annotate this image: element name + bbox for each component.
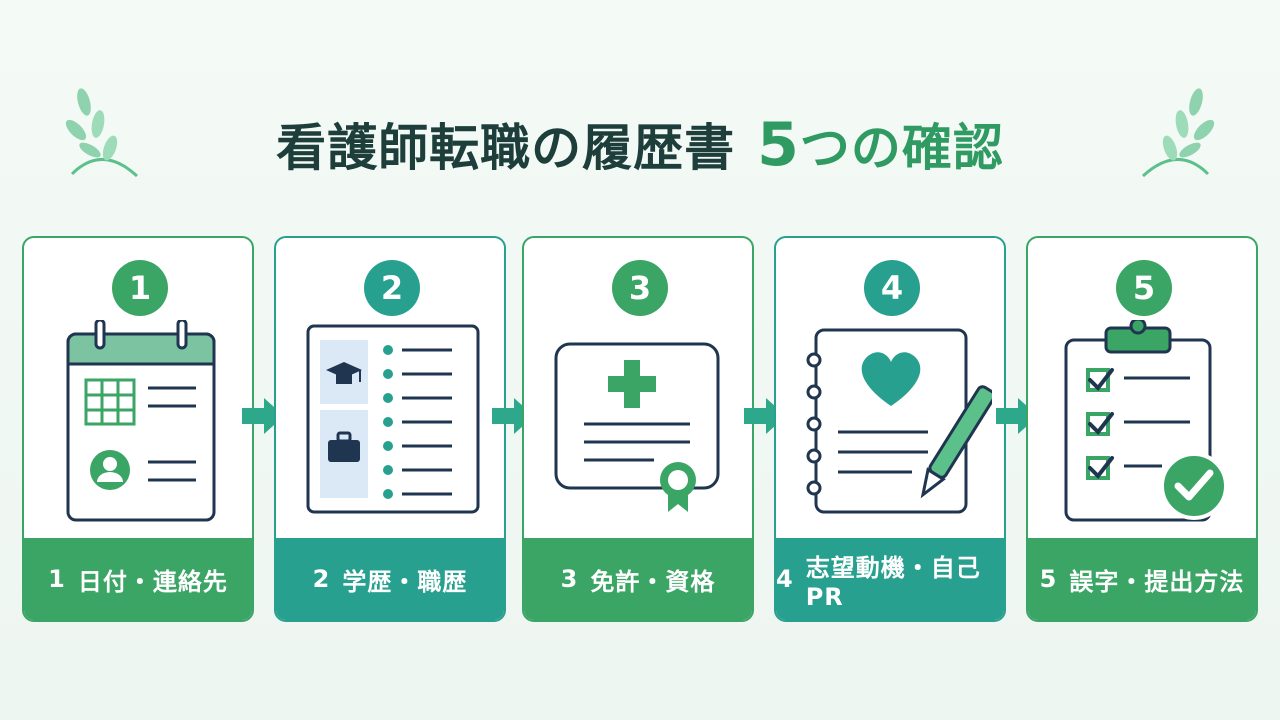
title-number: 5 (757, 110, 800, 180)
license-certificate-icon (554, 342, 720, 512)
clipboard-checklist-icon (1064, 320, 1228, 522)
leaf-sprig-icon (65, 88, 139, 178)
step-badge: 3 (612, 260, 668, 316)
title-accent: 5つの確認 (757, 110, 1004, 180)
calendar-contact-icon (66, 320, 216, 522)
notebook-heart-pen-icon (806, 328, 992, 514)
education-career-list-icon (306, 324, 480, 514)
title-main: 看護師転職の履歴書 (276, 119, 736, 177)
title-suffix: つの確認 (799, 119, 1004, 177)
step-badge: 4 (864, 260, 920, 316)
step-badge: 5 (1116, 260, 1172, 316)
page-title: 看護師転職の履歴書 5つの確認 (0, 108, 1280, 180)
step-badge: 2 (364, 260, 420, 316)
step-badge: 1 (112, 260, 168, 316)
leaf-sprig-icon (1141, 88, 1215, 178)
arrow-right-icon (242, 398, 284, 434)
